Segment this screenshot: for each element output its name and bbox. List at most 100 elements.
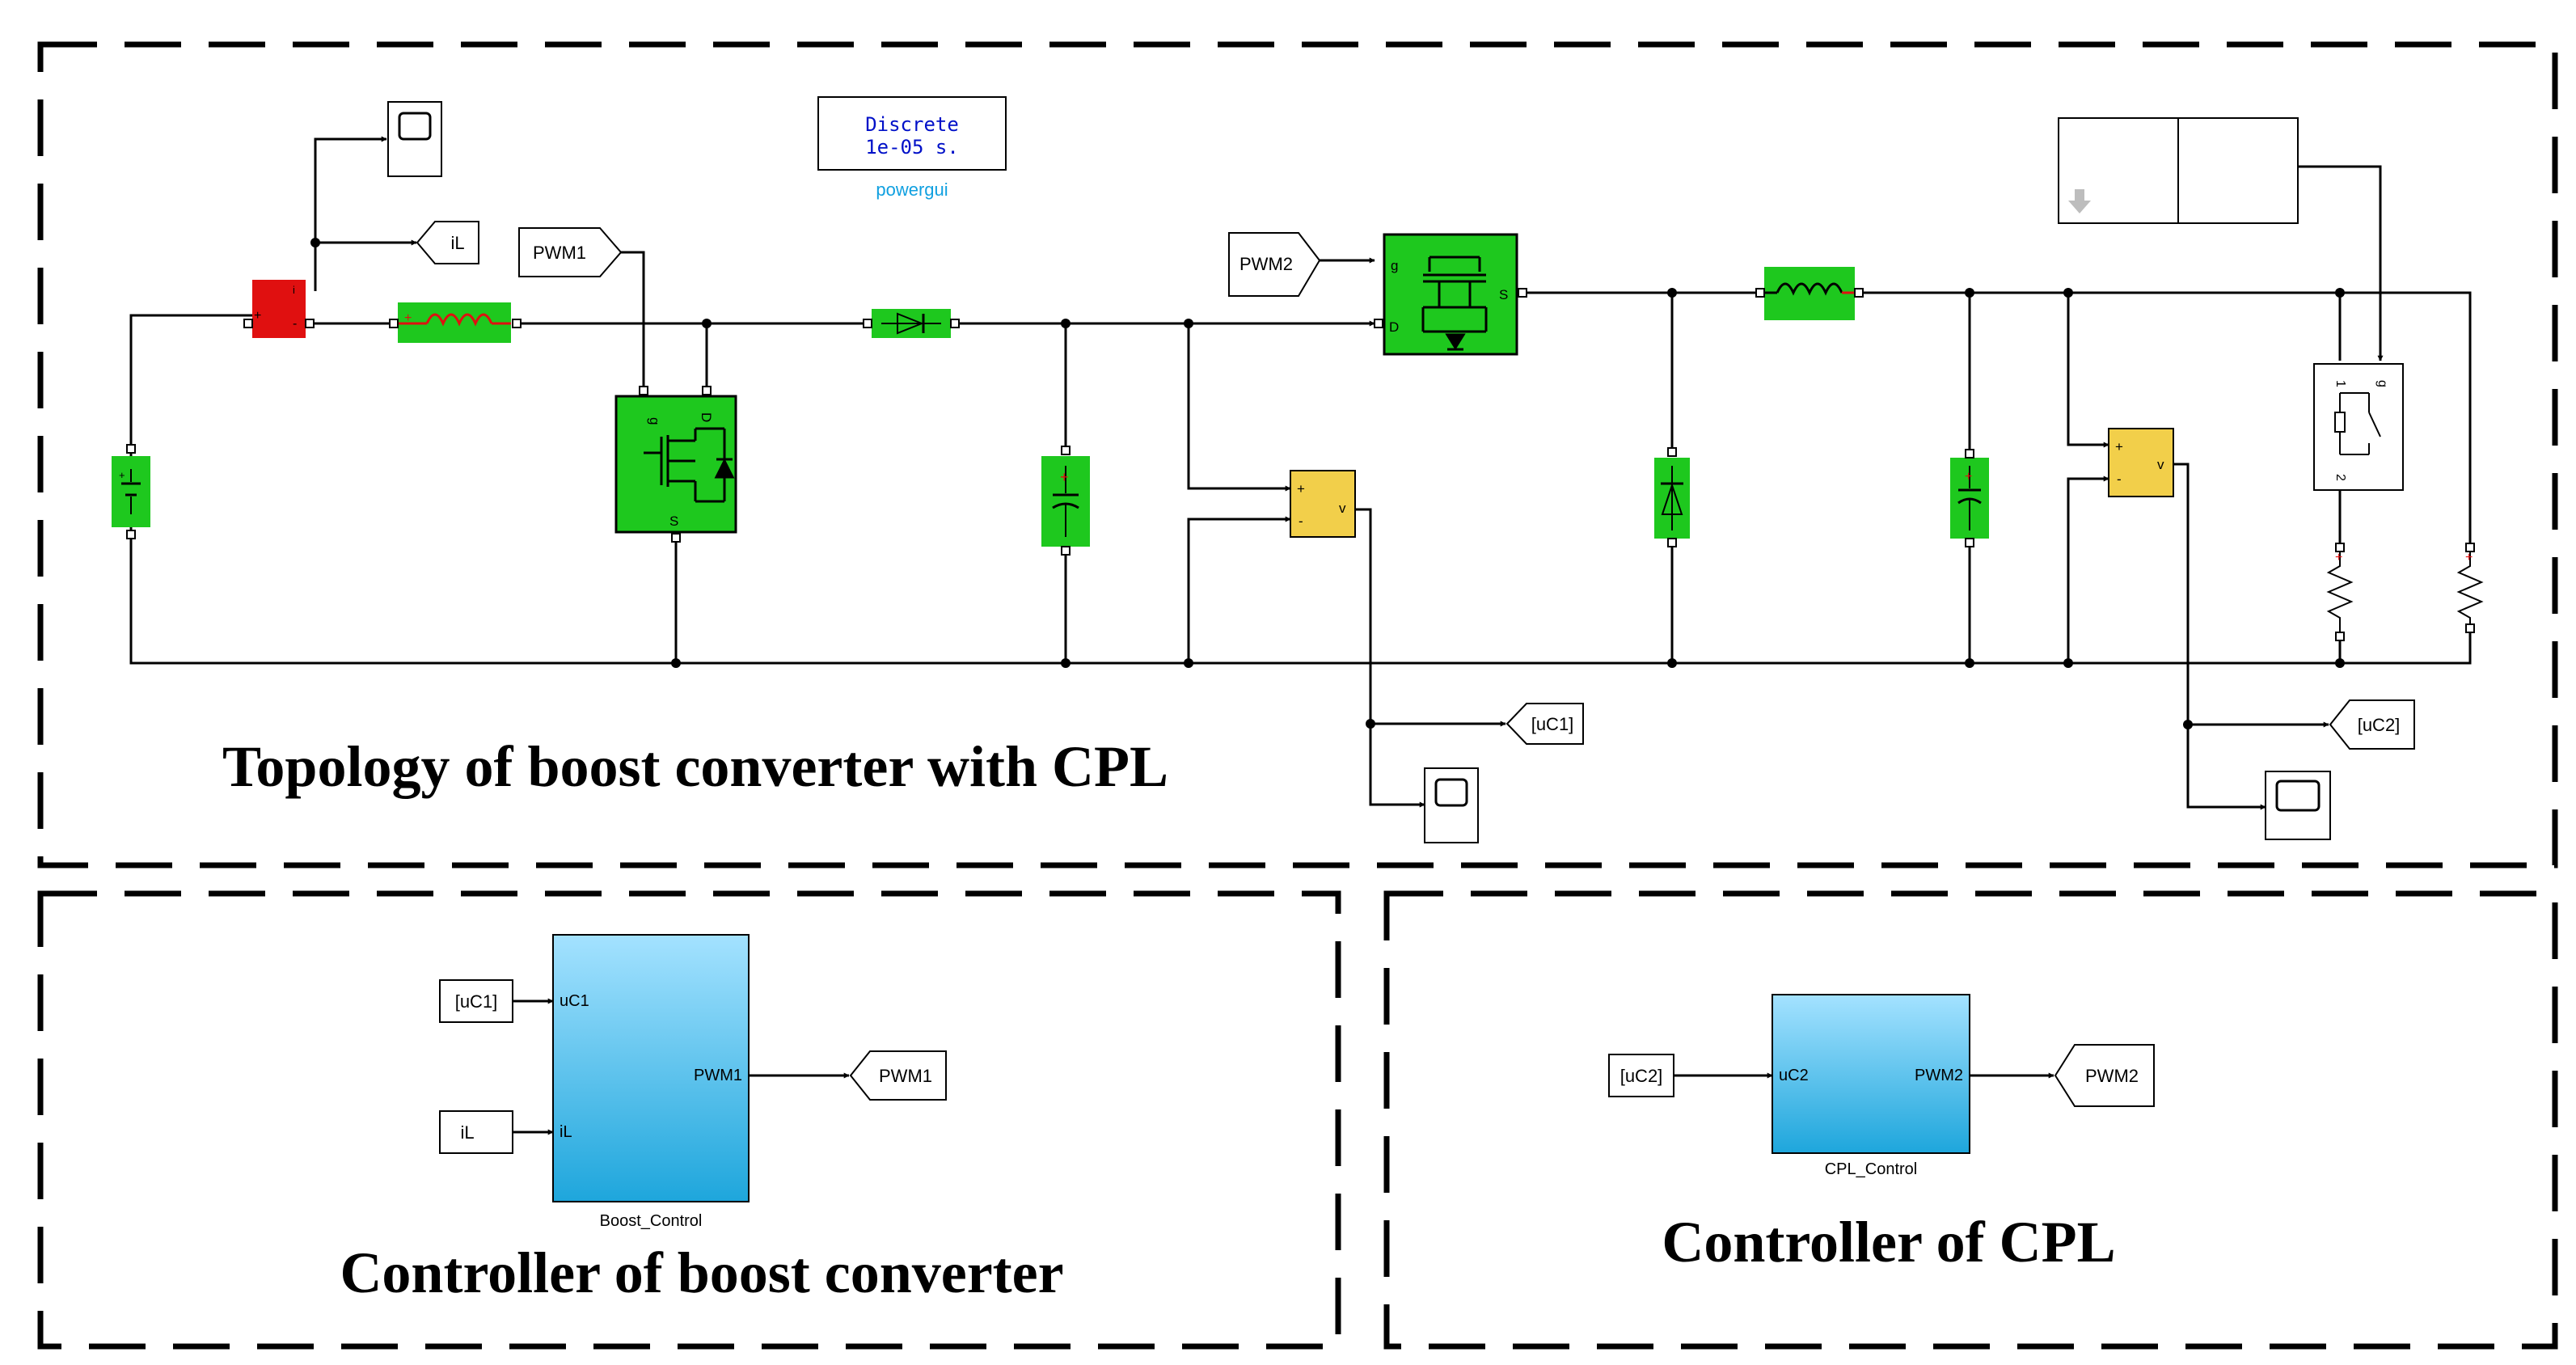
boost-out-port: PWM1 [694, 1067, 742, 1084]
capacitor-1[interactable]: + [1041, 446, 1090, 556]
inductor-1[interactable]: + [389, 302, 522, 343]
diode-2[interactable] [1654, 447, 1690, 547]
diode-1[interactable] [863, 309, 960, 338]
svg-text:+: + [2465, 551, 2473, 564]
ground-rail [129, 527, 2472, 665]
from-il[interactable]: iL [439, 1110, 513, 1154]
topology-title: Topology of boost converter with CPL [222, 734, 1168, 799]
boost-controller-frame [37, 890, 1341, 1350]
from-uc2-label: [uC2] [1620, 1066, 1663, 1086]
junction-dot [671, 658, 681, 668]
voltmeter-1[interactable]: + - v [1290, 470, 1356, 538]
section-frames [37, 41, 2558, 1350]
vm2-minus [2067, 475, 2109, 663]
junction-dot [1667, 658, 1677, 668]
voltmeter-2[interactable]: + - v [2108, 428, 2174, 497]
resistor-1[interactable]: + [2326, 543, 2354, 641]
from-pwm2[interactable]: PWM2 [1228, 232, 1321, 297]
mosfet-1[interactable]: g D S [614, 386, 737, 543]
cs-out-port: i [293, 284, 295, 296]
scope-uc1[interactable] [1424, 767, 1479, 843]
from-uc1-label: [uC1] [455, 991, 498, 1012]
junction-dot [2183, 720, 2193, 729]
goto-pwm2-label: PWM2 [2085, 1066, 2139, 1086]
goto-uc1-label: [uC1] [1531, 714, 1574, 734]
boost-controller-title: Controller of boost converter [340, 1240, 1063, 1305]
mosfet1-gate-port: g [647, 417, 662, 425]
junction-dot [2335, 288, 2345, 298]
svg-text:+: + [1060, 469, 1069, 485]
capacitor-2[interactable]: + [1950, 449, 1989, 547]
mosfet2-gate-port: g [1391, 258, 1398, 273]
goto-il-label: iL [450, 233, 464, 253]
goto-uc1[interactable]: [uC1] [1505, 703, 1584, 745]
topology-frame [37, 41, 2558, 868]
mosfet2-drain-port: D [1389, 319, 1399, 335]
scope-il[interactable] [387, 101, 442, 177]
vm2-plus [2067, 293, 2109, 448]
signal-builder-block[interactable] [2058, 117, 2299, 224]
inductor-2[interactable] [1755, 267, 1864, 320]
cs-minus-port: - [293, 317, 297, 331]
junction-dot [2335, 658, 2345, 668]
junction-dot [1667, 288, 1677, 298]
cpl-control-subsystem[interactable]: uC2 PWM2 CPL_Control [1772, 994, 1970, 1178]
goto-pwm1[interactable]: PWM1 [849, 1050, 947, 1101]
powergui-label: powergui [876, 180, 948, 200]
scope-uc2[interactable] [2265, 771, 2331, 840]
junction-dot [310, 238, 320, 247]
cpl-out-port: PWM2 [1915, 1067, 1963, 1084]
breaker-ctrl [2298, 165, 2384, 361]
junction-dot [1061, 319, 1071, 328]
boost-in2-port: iL [560, 1123, 572, 1141]
inductor2-to-load [1856, 291, 2472, 543]
junction-dot [1184, 658, 1193, 668]
powergui-block[interactable]: Discrete 1e-05 s. powergui [817, 96, 1007, 200]
cpl-in-port: uC2 [1779, 1067, 1809, 1084]
boost-control-name: Boost_Control [600, 1212, 703, 1230]
cs-out [314, 136, 387, 291]
vm1-plus [1187, 323, 1291, 492]
from-uc2[interactable]: [uC2] [1608, 1054, 1674, 1097]
powergui-sample-time: 1e-05 s. [865, 136, 959, 158]
vm2-minus-port: - [2117, 471, 2122, 487]
resistor-2[interactable]: + [2456, 543, 2484, 633]
cpl-controller-title: Controller of CPL [1662, 1210, 2115, 1274]
mosfet1-drain-port: D [699, 412, 714, 422]
from-pwm1[interactable]: PWM1 [518, 227, 623, 277]
mosfet-2[interactable]: g D S [1374, 233, 1527, 356]
junction-dot [2063, 288, 2073, 298]
vm1-minus-port: - [1299, 513, 1303, 529]
junction-dot [1366, 719, 1375, 729]
goto-uc2[interactable]: [uC2] [2329, 699, 2415, 750]
cpl-controller-frame [1383, 890, 2558, 1350]
junction-dot [1061, 658, 1071, 668]
goto-uc2-label: [uC2] [2358, 715, 2401, 735]
breaker-switch[interactable]: 1 g 2 [2313, 363, 2404, 491]
vm1-plus-port: + [1297, 481, 1305, 497]
breaker-port-2: 2 [2333, 474, 2347, 481]
goto-il[interactable]: iL [416, 221, 479, 264]
goto-pwm2[interactable]: PWM2 [2054, 1044, 2155, 1107]
svg-text:+: + [404, 311, 412, 325]
vm2-out [2173, 463, 2266, 810]
wires [129, 136, 2472, 1135]
powergui-mode: Discrete [865, 113, 959, 136]
junction-dot [1965, 658, 1974, 668]
junction-dot [2063, 658, 2073, 668]
down-arrow-icon [2068, 189, 2091, 213]
from-pwm1-label: PWM1 [533, 243, 586, 263]
junction-dot [1184, 319, 1193, 328]
from-pwm2-label: PWM2 [1239, 254, 1293, 274]
boost-control-subsystem[interactable]: uC1 iL PWM1 Boost_Control [552, 934, 750, 1230]
vm1-out [1355, 508, 1425, 808]
goto-pwm1-label: PWM1 [879, 1066, 932, 1086]
current-sensor[interactable]: i + - [243, 280, 315, 338]
mosfet2-source-port: S [1499, 287, 1508, 302]
dc-voltage-source[interactable]: + [112, 444, 150, 539]
vm2-plus-port: + [2115, 439, 2123, 454]
breaker-port-1: 1 [2333, 380, 2347, 387]
cs-plus-port: + [254, 309, 261, 323]
from-uc1[interactable]: [uC1] [439, 979, 513, 1023]
boost-in1-port: uC1 [560, 992, 589, 1010]
